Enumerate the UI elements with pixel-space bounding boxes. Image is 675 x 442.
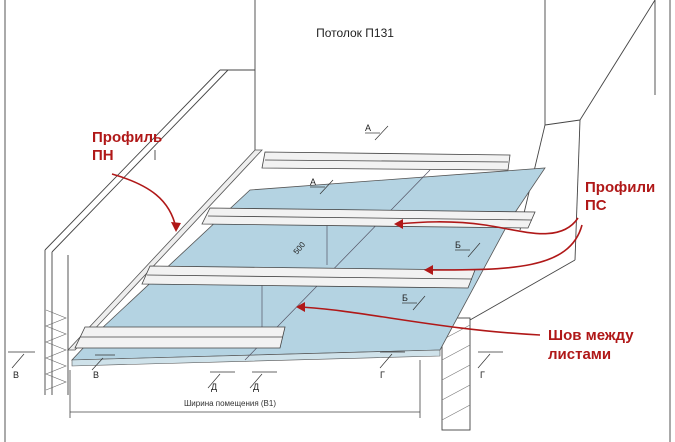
section-b: Б xyxy=(402,293,408,303)
section-v-left: В xyxy=(13,370,19,380)
section-markers xyxy=(8,125,503,389)
width-dimension-line xyxy=(69,360,421,418)
label-profile-pn-line1: Профиль xyxy=(92,129,162,146)
section-d-left: Д xyxy=(211,382,217,392)
section-b-top: Б xyxy=(455,240,461,250)
insulation xyxy=(45,309,67,391)
label-profile-ps-line1: Профили xyxy=(585,179,655,196)
diagram-title: Потолок П131 xyxy=(316,26,394,40)
ps-profile-4 xyxy=(74,326,286,349)
section-a: А xyxy=(310,177,316,187)
panel-edge xyxy=(71,349,441,367)
annotation-arrows xyxy=(111,173,583,336)
arrowheads xyxy=(171,219,433,312)
pillar-hatch xyxy=(441,324,471,421)
label-profile-pn-line2: ПН xyxy=(92,147,114,164)
label-seam-line1: Шов между xyxy=(548,327,634,344)
section-a-top: А xyxy=(365,123,371,133)
section-g: Г xyxy=(380,370,385,380)
label-profile-ps-line2: ПС xyxy=(585,197,607,214)
room-width-label: Ширина помещения (В1) xyxy=(184,399,276,408)
label-seam-line2: листами xyxy=(548,346,611,363)
section-g-right: Г xyxy=(480,370,485,380)
section-d: Д xyxy=(253,382,259,392)
frame xyxy=(4,0,671,442)
section-v: В xyxy=(93,370,99,380)
pn-profile xyxy=(67,149,263,351)
